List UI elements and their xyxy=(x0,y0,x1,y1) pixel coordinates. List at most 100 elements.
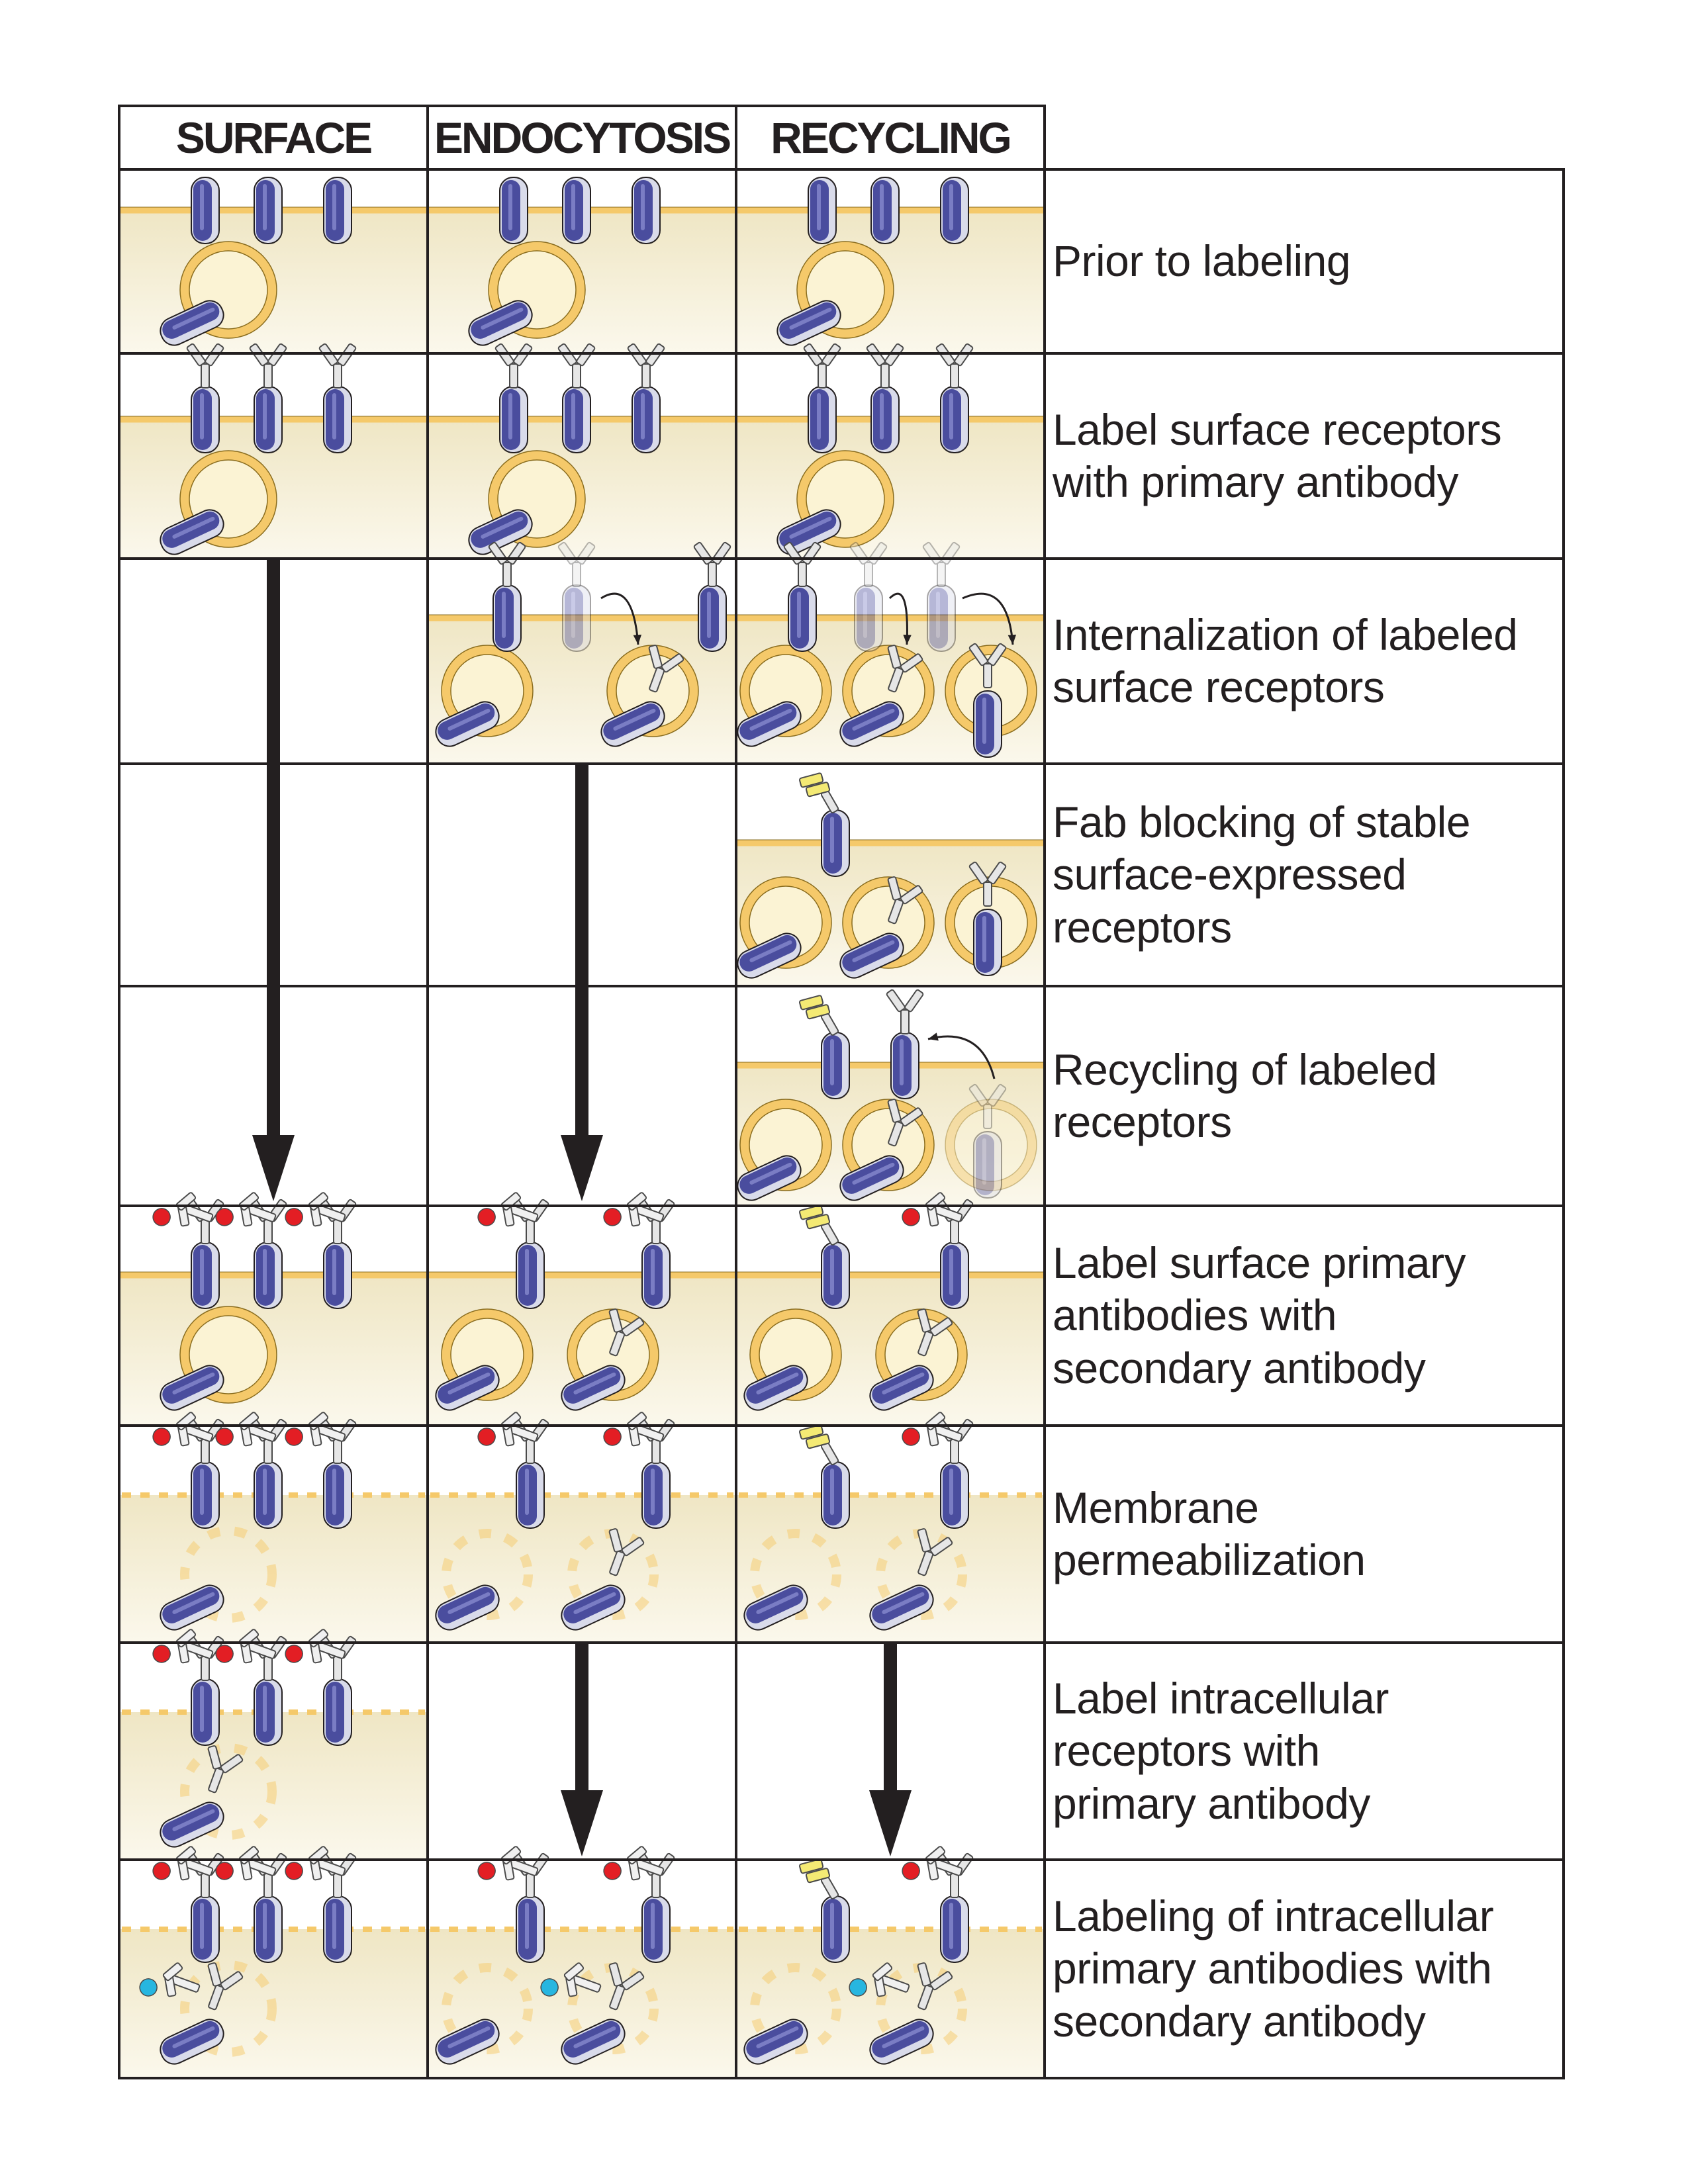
cell-panel-recycling-step-9 xyxy=(736,1846,1045,2078)
receptor xyxy=(435,1365,500,1411)
receptor xyxy=(743,1584,808,1631)
primary-antibody xyxy=(494,343,533,388)
receptor xyxy=(870,177,900,244)
receptor xyxy=(641,1895,671,1963)
broken-vesicle xyxy=(750,1529,841,1620)
primary-antibody xyxy=(887,1099,923,1147)
receptor xyxy=(561,1365,626,1411)
primary-antibody xyxy=(917,1308,953,1357)
column-header-recycling: RECYCLING xyxy=(771,113,1012,162)
cell-panel-recycling-step-6 xyxy=(736,1192,1045,1426)
receptor xyxy=(940,177,969,244)
broken-vesicle xyxy=(180,1743,277,1840)
receptor xyxy=(808,386,837,453)
receptor xyxy=(641,1242,671,1309)
receptor xyxy=(492,584,522,652)
receptor xyxy=(839,701,904,747)
receptor xyxy=(160,1365,224,1411)
step-label-line: Label intracellular xyxy=(1053,1674,1389,1723)
primary-antibody xyxy=(917,1962,953,2011)
receptor xyxy=(191,1678,220,1746)
receptor xyxy=(499,386,528,453)
receptor xyxy=(776,509,841,555)
arrow-endocytosis-intracellular xyxy=(561,1643,603,1856)
step-label-prior-to-labeling: Prior to labeling xyxy=(1053,169,1562,353)
receptor xyxy=(869,1584,934,1631)
receptor xyxy=(254,1678,283,1746)
receptor xyxy=(890,1032,919,1099)
primary-antibody xyxy=(917,1528,953,1576)
receptor xyxy=(254,1461,283,1529)
receptor xyxy=(632,386,661,453)
receptor xyxy=(323,386,352,453)
step-label-line: antibodies with xyxy=(1053,1291,1337,1340)
receptor xyxy=(698,584,727,652)
broken-vesicle xyxy=(180,1960,277,2057)
secondary-antibody xyxy=(152,1192,214,1227)
step-label-line: Membrane xyxy=(1053,1482,1259,1532)
broken-vesicle xyxy=(442,1529,533,1620)
step-label-line: primary antibodies with xyxy=(1053,1944,1492,1993)
cell-panel-recycling-step-5 xyxy=(736,989,1045,1206)
receptor xyxy=(561,1584,626,1631)
step-label-line: surface receptors xyxy=(1053,662,1385,711)
receptor xyxy=(632,177,661,244)
receptor xyxy=(435,1584,500,1631)
arrow-endocytosis-skip xyxy=(561,764,603,1201)
receptor xyxy=(737,1155,802,1201)
step-label-line: Prior to labeling xyxy=(1053,236,1351,286)
step-label-line: Label surface receptors xyxy=(1053,404,1502,454)
receptor xyxy=(821,1242,850,1309)
column-header-surface: SURFACE xyxy=(175,113,373,162)
step-label-line: surface-expressed xyxy=(1053,850,1407,899)
receptor xyxy=(641,1461,671,1529)
step-label-internalization: Internalization of labeled surface recep… xyxy=(1053,559,1562,764)
receptor xyxy=(323,1461,352,1529)
arrow-recycling-intracellular xyxy=(869,1643,912,1856)
receptor xyxy=(191,1461,220,1529)
receptor xyxy=(821,1032,850,1099)
step-label-line: receptors with xyxy=(1053,1726,1320,1776)
table-grid xyxy=(118,105,1565,2079)
fab-fragment xyxy=(798,772,839,813)
curved-arrow xyxy=(600,592,639,645)
receptor xyxy=(562,584,591,652)
secondary-antibody xyxy=(477,1412,539,1447)
cell-panel-recycling-step-3 xyxy=(736,541,1045,764)
cell-panel-recycling-step-1 xyxy=(736,177,1045,353)
primary-antibody xyxy=(186,343,224,388)
receptor xyxy=(927,584,956,652)
primary-antibody xyxy=(887,876,923,925)
primary-antibody xyxy=(968,861,1007,907)
receptor xyxy=(600,701,665,747)
cell-panel-endocytosis-step-1 xyxy=(428,177,736,353)
step-label-permeabilization: Membrane permeabilization xyxy=(1053,1426,1562,1643)
receptor xyxy=(940,1242,969,1309)
receptor xyxy=(737,701,802,747)
fab-fragment xyxy=(798,1424,839,1465)
receptor xyxy=(160,509,224,555)
receptor xyxy=(562,177,591,244)
step-label-line: secondary antibody xyxy=(1053,1343,1426,1392)
receptor xyxy=(737,933,802,979)
broken-vesicle xyxy=(750,1963,841,2054)
receptor xyxy=(516,1895,545,1963)
step-label-intracellular-secondary: Labeling of intracellular primary antibo… xyxy=(1053,1860,1562,2078)
secondary-antibody xyxy=(215,1192,277,1227)
receptor xyxy=(869,1365,934,1411)
broken-vesicle xyxy=(442,1963,533,2054)
primary-antibody xyxy=(648,645,684,693)
receptor xyxy=(160,1584,224,1631)
step-label-line: permeabilization xyxy=(1053,1535,1366,1584)
receptor xyxy=(561,2019,626,2065)
secondary-antibody xyxy=(285,1412,346,1447)
receptor xyxy=(940,1461,969,1529)
receptor xyxy=(160,1801,224,1848)
receptor xyxy=(254,1242,283,1309)
receptor xyxy=(254,1895,283,1963)
step-label-line: Label surface primary xyxy=(1053,1238,1466,1288)
fab-fragment xyxy=(798,995,839,1036)
primary-antibody xyxy=(803,343,841,388)
receptor xyxy=(254,386,283,453)
